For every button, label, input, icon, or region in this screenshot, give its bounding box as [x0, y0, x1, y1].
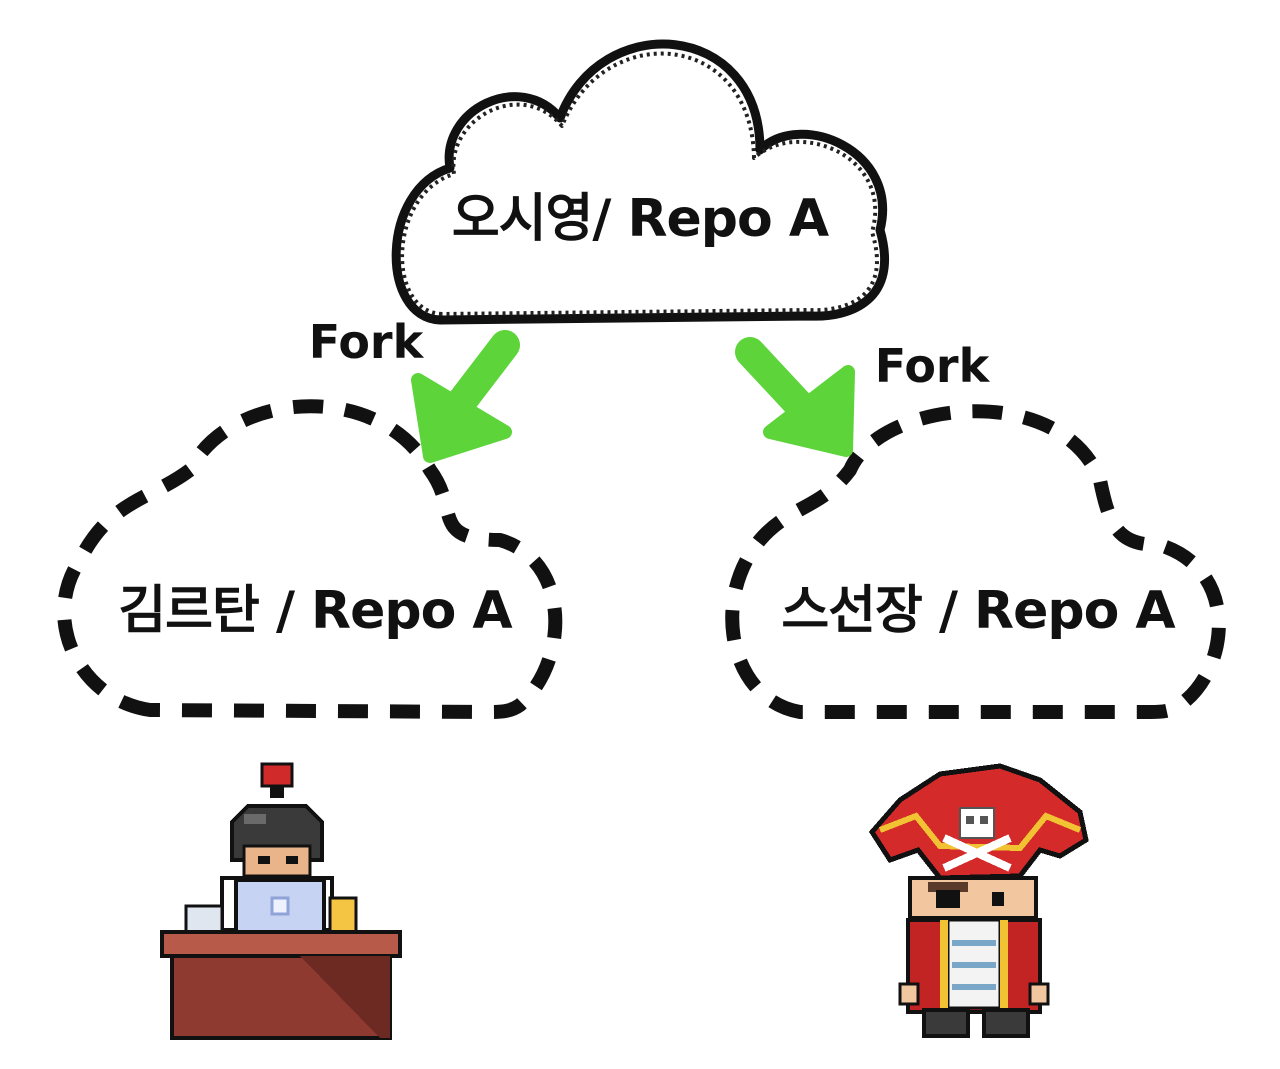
fork-cloud-right: 스선장 / Repo A	[725, 404, 1226, 719]
fork-cloud-right-label: 스선장 / Repo A	[781, 581, 1175, 641]
origin-cloud: 오시영/ Repo A	[391, 39, 890, 325]
developer-at-desk-icon	[160, 762, 402, 1040]
fork-arrow-left-label: Fork	[309, 315, 425, 369]
pirate-captain-icon	[868, 763, 1089, 1038]
fork-arrow-left: Fork	[309, 315, 520, 463]
fork-cloud-left: 김르탄 / Repo A	[57, 399, 563, 719]
origin-cloud-label: 오시영/ Repo A	[452, 189, 829, 249]
fork-arrow-right: Fork	[735, 337, 991, 457]
fork-arrow-right-label: Fork	[875, 339, 991, 393]
fork-cloud-left-label: 김르탄 / Repo A	[118, 581, 512, 641]
